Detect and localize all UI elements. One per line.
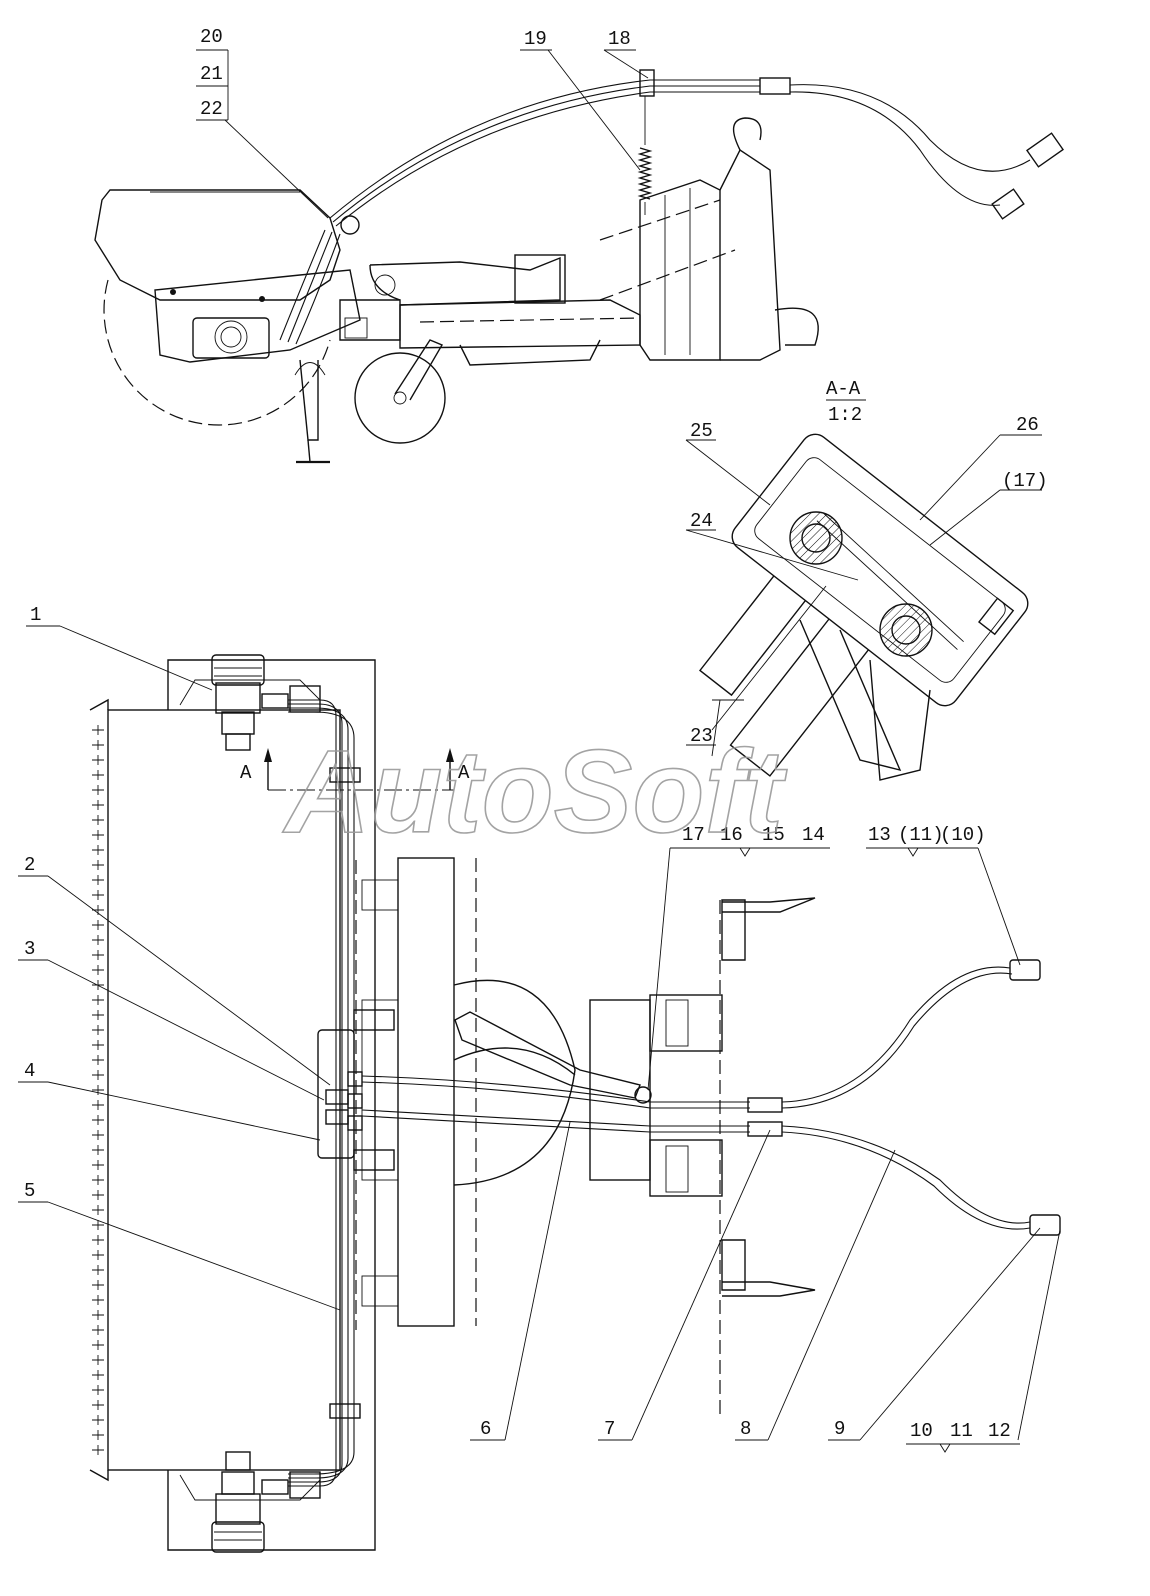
- comb-tooth: [92, 725, 104, 735]
- comb-tooth: [92, 1190, 104, 1200]
- comb-tooth: [92, 1295, 104, 1305]
- comb-tooth: [92, 830, 104, 840]
- callout-11: 11: [950, 1420, 973, 1442]
- side-view: [94, 49, 1064, 464]
- callout-13: 13: [868, 824, 891, 846]
- callout-12: 12: [988, 1420, 1011, 1442]
- callout-7: 7: [604, 1418, 615, 1440]
- comb-tooth: [92, 1355, 104, 1365]
- comb-tooth: [92, 1220, 104, 1230]
- comb-tooth: [92, 1415, 104, 1425]
- comb-tooth: [92, 875, 104, 885]
- callout-10: 10: [910, 1420, 933, 1442]
- comb-tooth: [92, 1385, 104, 1395]
- callout-14: 14: [802, 824, 825, 846]
- comb-tooth: [92, 1070, 104, 1080]
- callout-4: 4: [24, 1060, 35, 1082]
- callout-2: 2: [24, 854, 35, 876]
- comb-tooth: [92, 740, 104, 750]
- comb-tooth: [92, 1205, 104, 1215]
- comb-tooth: [92, 920, 104, 930]
- comb-tooth: [92, 785, 104, 795]
- comb-tooth: [92, 1340, 104, 1350]
- comb-tooth: [92, 1130, 104, 1140]
- comb-tooth: [92, 1160, 104, 1170]
- callout-21: 21: [200, 63, 223, 85]
- callout-19: 19: [524, 28, 547, 50]
- callout-3: 3: [24, 938, 35, 960]
- comb-tooth: [92, 1250, 104, 1260]
- comb-tooth: [92, 755, 104, 765]
- comb-tooth: [92, 1040, 104, 1050]
- comb-tooth: [92, 1235, 104, 1245]
- comb-tooth: [92, 1055, 104, 1065]
- section-a-a-view: [685, 399, 1042, 781]
- comb-tooth: [92, 1370, 104, 1380]
- section-title: A-A: [826, 378, 861, 400]
- comb-tooth: [92, 890, 104, 900]
- callout-1: 1: [30, 604, 41, 626]
- section-marker-right: A: [458, 762, 470, 784]
- comb-tooth: [92, 1025, 104, 1035]
- callout-9: 9: [834, 1418, 845, 1440]
- callout-20: 20: [200, 26, 223, 48]
- callout-15: 15: [762, 824, 785, 846]
- comb-tooth: [92, 1115, 104, 1125]
- comb-tooth: [92, 935, 104, 945]
- comb-tooth: [92, 995, 104, 1005]
- callout-6: 6: [480, 1418, 491, 1440]
- comb-tooth: [92, 770, 104, 780]
- callout-10-ref: (10): [940, 824, 986, 846]
- callout-17: 17: [682, 824, 705, 846]
- callout-22: 22: [200, 98, 223, 120]
- comb-tooth: [92, 965, 104, 975]
- comb-tooth: [92, 845, 104, 855]
- callout-11-ref: (11): [898, 824, 944, 846]
- callout-17-ref: (17): [1002, 470, 1048, 492]
- comb-tooth: [92, 800, 104, 810]
- callout-5: 5: [24, 1180, 35, 1202]
- comb-tooth: [92, 815, 104, 825]
- comb-tooth: [92, 1010, 104, 1020]
- section-marker-left: A: [240, 762, 252, 784]
- comb-tooth: [92, 1445, 104, 1455]
- watermark: AutoSoft: [282, 726, 788, 858]
- comb-tooth: [92, 1310, 104, 1320]
- plan-view: [18, 625, 1061, 1553]
- callout-23: 23: [690, 725, 713, 747]
- comb-tooth: [92, 1430, 104, 1440]
- comb-tooth: [92, 1100, 104, 1110]
- comb-tooth: [92, 1145, 104, 1155]
- callout-26: 26: [1016, 414, 1039, 436]
- comb-tooth: [92, 1280, 104, 1290]
- comb-tooth: [92, 1085, 104, 1095]
- comb-tooth: [92, 1175, 104, 1185]
- comb-tooth: [92, 860, 104, 870]
- callout-18: 18: [608, 28, 631, 50]
- callout-8: 8: [740, 1418, 751, 1440]
- section-scale: 1:2: [828, 404, 862, 426]
- comb-tooth: [92, 1400, 104, 1410]
- callout-16: 16: [720, 824, 743, 846]
- comb-tooth: [92, 950, 104, 960]
- comb-tooth: [92, 1265, 104, 1275]
- comb-tooth: [92, 1325, 104, 1335]
- callout-24: 24: [690, 510, 713, 532]
- callout-25: 25: [690, 420, 713, 442]
